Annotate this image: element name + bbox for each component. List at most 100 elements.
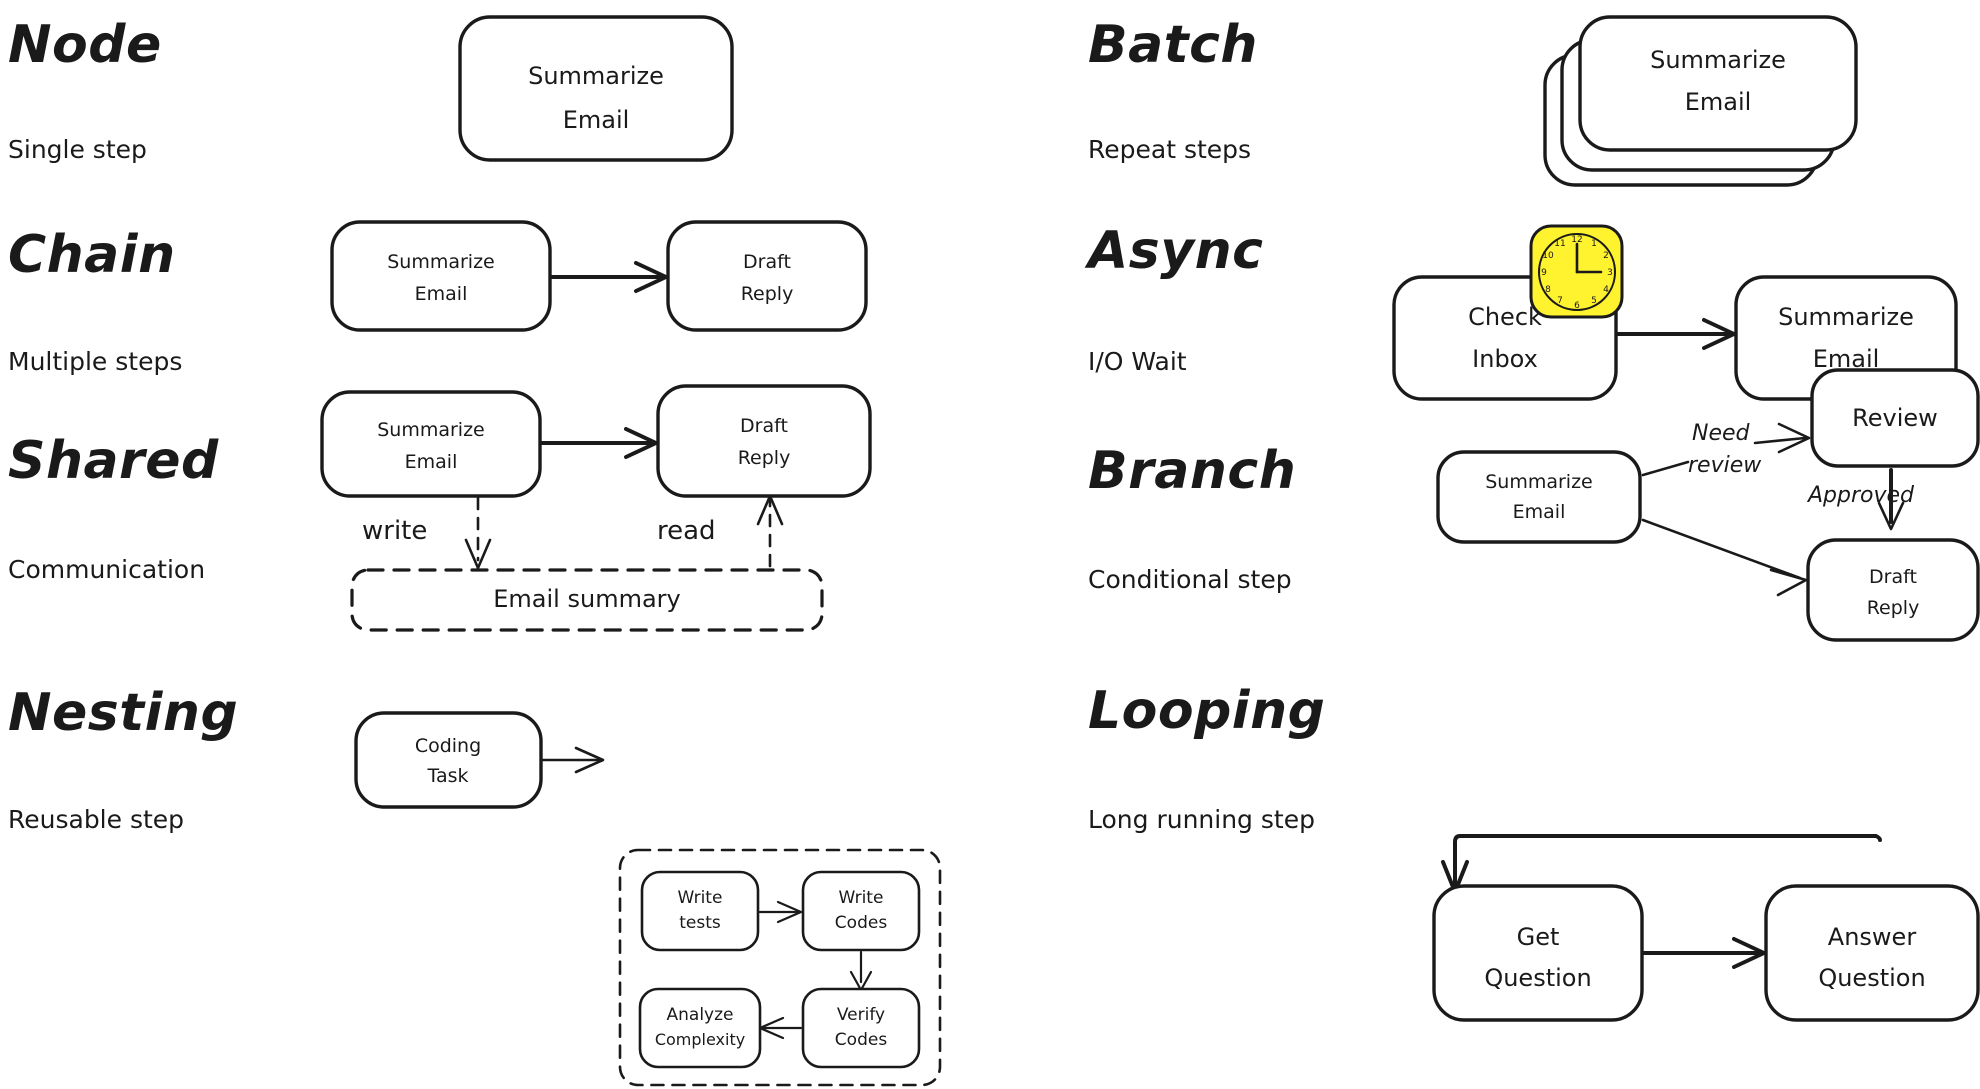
node-label-line1: Get xyxy=(1517,923,1560,951)
clock-icon: 12 1 2 3 4 5 6 7 8 9 10 11 xyxy=(1529,224,1624,319)
edge-label-approved: Approved xyxy=(1806,483,1915,508)
node-label-line1: Summarize xyxy=(1650,46,1786,74)
edge-shared-main xyxy=(540,427,658,459)
node-label-line1: Draft xyxy=(743,251,791,273)
node-label-line2: Question xyxy=(1818,964,1925,992)
nesting-group-container xyxy=(618,848,942,1087)
edge-label-write: write xyxy=(362,516,427,546)
section-batch: Batch Repeat steps Summarize Email xyxy=(1088,15,1858,187)
edge-branch-direct xyxy=(1641,518,1808,597)
node-shared-email-summary-store[interactable]: Email summary xyxy=(350,568,824,632)
node-label-line2: Task xyxy=(426,765,468,787)
node-label-line2: tests xyxy=(679,913,721,933)
stack-card-front xyxy=(1578,15,1858,152)
node-label-line1: Draft xyxy=(1869,566,1917,588)
node-label-line2: Email xyxy=(1513,501,1566,523)
node-branch-draft-reply[interactable]: Draft Reply xyxy=(1806,538,1980,642)
clock-numeral-6: 6 xyxy=(1574,301,1580,311)
section-title-node: Node xyxy=(8,15,162,75)
node-label-line1: Summarize xyxy=(1485,471,1593,493)
node-label-line1: Summarize xyxy=(528,62,664,90)
edge-nesting-3 xyxy=(758,1016,803,1040)
clock-numeral-7: 7 xyxy=(1557,296,1563,306)
node-nesting-verify-codes[interactable]: Verify Codes xyxy=(801,987,921,1069)
clock-numeral-9: 9 xyxy=(1541,268,1547,278)
node-label-line2: Reply xyxy=(738,447,791,469)
section-nesting: Nesting Reusable step Coding Task Write … xyxy=(8,683,942,1087)
node-label-line1: Write xyxy=(678,888,723,908)
section-subtitle-async: I/O Wait xyxy=(1088,347,1187,376)
node-label-line1: Summarize xyxy=(387,251,495,273)
node-nesting-coding-task[interactable]: Coding Task xyxy=(354,711,543,809)
section-title-batch: Batch xyxy=(1088,15,1258,75)
edge-nesting-1 xyxy=(758,900,803,924)
node-label-line2: Question xyxy=(1484,964,1591,992)
node-label-line2: Codes xyxy=(835,1030,888,1050)
node-label-line2: Email xyxy=(1685,88,1752,116)
node-looping-get-question[interactable]: Get Question xyxy=(1432,884,1644,1022)
section-title-branch: Branch xyxy=(1088,441,1296,501)
clock-numeral-12: 12 xyxy=(1571,235,1582,245)
clock-numeral-4: 4 xyxy=(1603,285,1609,295)
node-label-line1: Check xyxy=(1468,303,1542,331)
node-chain-summarize-email[interactable]: Summarize Email xyxy=(330,220,552,332)
edge-chain-1 xyxy=(550,261,668,293)
clock-numeral-5: 5 xyxy=(1591,296,1597,306)
node-label-line1: Write xyxy=(839,888,884,908)
clock-numeral-10: 10 xyxy=(1542,251,1554,261)
node-label-line1: Analyze xyxy=(667,1005,734,1025)
node-label-line2: Email xyxy=(405,451,458,473)
clock-numeral-1: 1 xyxy=(1591,239,1597,249)
clock-numeral-2: 2 xyxy=(1603,251,1609,261)
edge-shared-write: write xyxy=(362,496,492,570)
node-branch-summarize-email[interactable]: Summarize Email xyxy=(1436,450,1642,544)
node-label-line1: Summarize xyxy=(377,419,485,441)
edge-label-need: Need xyxy=(1692,421,1751,446)
section-subtitle-nesting: Reusable step xyxy=(8,805,184,834)
node-label-line2: Reply xyxy=(741,283,794,305)
node-nesting-analyze-complexity[interactable]: Analyze Complexity xyxy=(638,987,762,1069)
section-node: Node Single step Summarize Email xyxy=(8,15,734,164)
node-label-line1: Verify xyxy=(837,1005,885,1025)
node-label-line2: Complexity xyxy=(655,1030,745,1049)
section-title-nesting: Nesting xyxy=(8,683,238,743)
node-label-line2: Email xyxy=(563,106,630,134)
node-batch-summarize-email[interactable]: Summarize Email xyxy=(1543,15,1858,187)
edge-label-read: read xyxy=(657,516,716,546)
node-label-line1: Answer xyxy=(1828,923,1917,951)
node-nesting-write-tests[interactable]: Write tests xyxy=(640,870,760,952)
node-looping-answer-question[interactable]: Answer Question xyxy=(1764,884,1980,1022)
section-title-async: Async xyxy=(1084,221,1263,281)
node-label-line1: Coding xyxy=(415,735,481,757)
node-nesting-write-codes[interactable]: Write Codes xyxy=(801,870,921,952)
node-label-line1: Draft xyxy=(740,415,788,437)
node-shared-summarize-email[interactable]: Summarize Email xyxy=(320,390,542,498)
node-label-line1: Summarize xyxy=(1778,303,1914,331)
section-subtitle-looping: Long running step xyxy=(1088,805,1315,834)
node-label-line2: Email xyxy=(415,283,468,305)
node-label-line2: Codes xyxy=(835,913,888,933)
section-subtitle-shared: Communication xyxy=(8,555,205,584)
section-title-looping: Looping xyxy=(1088,681,1325,741)
edge-branch-need-review: Need review xyxy=(1641,421,1811,478)
edge-looping-back xyxy=(1441,834,1882,894)
clock-numeral-8: 8 xyxy=(1545,285,1551,295)
section-title-shared: Shared xyxy=(8,431,219,491)
node-summarize-email[interactable]: Summarize Email xyxy=(458,15,734,162)
node-chain-draft-reply[interactable]: Draft Reply xyxy=(666,220,868,332)
section-chain: Chain Multiple steps Summarize Email Dra… xyxy=(8,220,868,376)
edge-branch-approved: Approved xyxy=(1806,468,1915,531)
node-branch-review[interactable]: Review xyxy=(1810,368,1980,468)
node-label-line1: Email summary xyxy=(493,585,680,613)
section-subtitle-chain: Multiple steps xyxy=(8,347,182,376)
section-subtitle-node: Single step xyxy=(8,135,147,164)
section-subtitle-branch: Conditional step xyxy=(1088,565,1292,594)
node-label-line1: Review xyxy=(1852,404,1938,432)
section-branch: Branch Conditional step Summarize Email … xyxy=(1088,368,1980,642)
section-subtitle-batch: Repeat steps xyxy=(1088,135,1251,164)
node-label-line2: Reply xyxy=(1867,597,1920,619)
clock-numeral-11: 11 xyxy=(1554,239,1565,249)
node-shared-draft-reply[interactable]: Draft Reply xyxy=(656,384,872,498)
section-title-chain: Chain xyxy=(8,225,176,285)
